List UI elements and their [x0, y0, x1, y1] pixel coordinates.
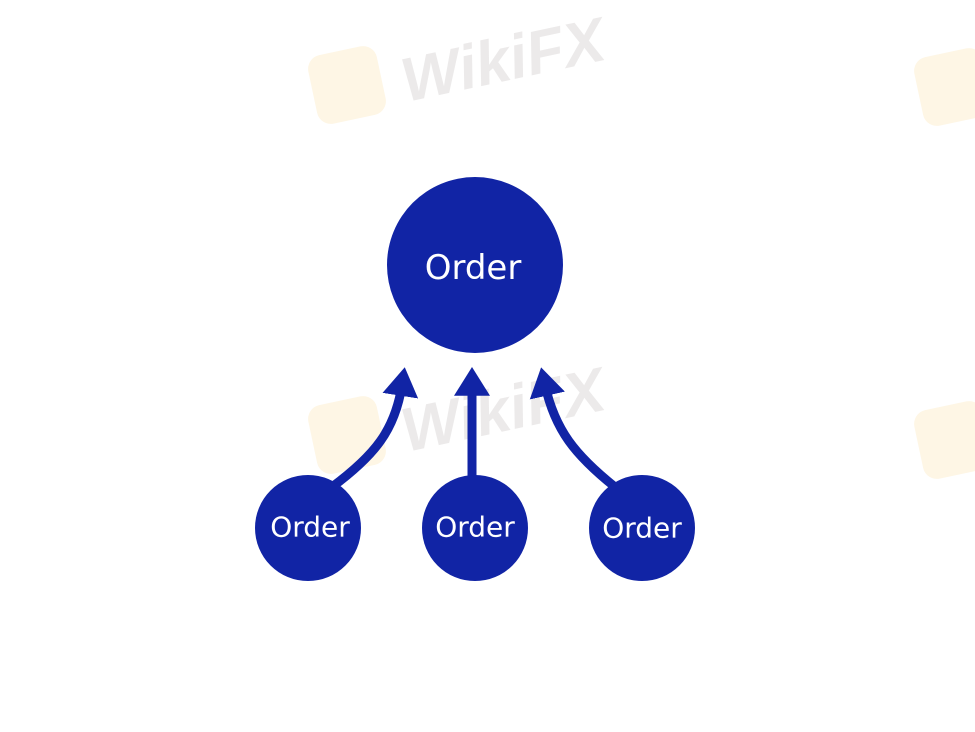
child-node-label: Order: [270, 510, 350, 544]
parent-node-label: Order: [424, 248, 522, 288]
child-node-label: Order: [602, 511, 682, 545]
child-node-label: Order: [435, 510, 515, 544]
child-node: [255, 475, 361, 581]
child-node: [589, 475, 695, 581]
arrow-right: [529, 367, 618, 491]
child-node: [422, 475, 528, 581]
arrow-left: [329, 367, 419, 491]
parent-node: [387, 177, 563, 353]
